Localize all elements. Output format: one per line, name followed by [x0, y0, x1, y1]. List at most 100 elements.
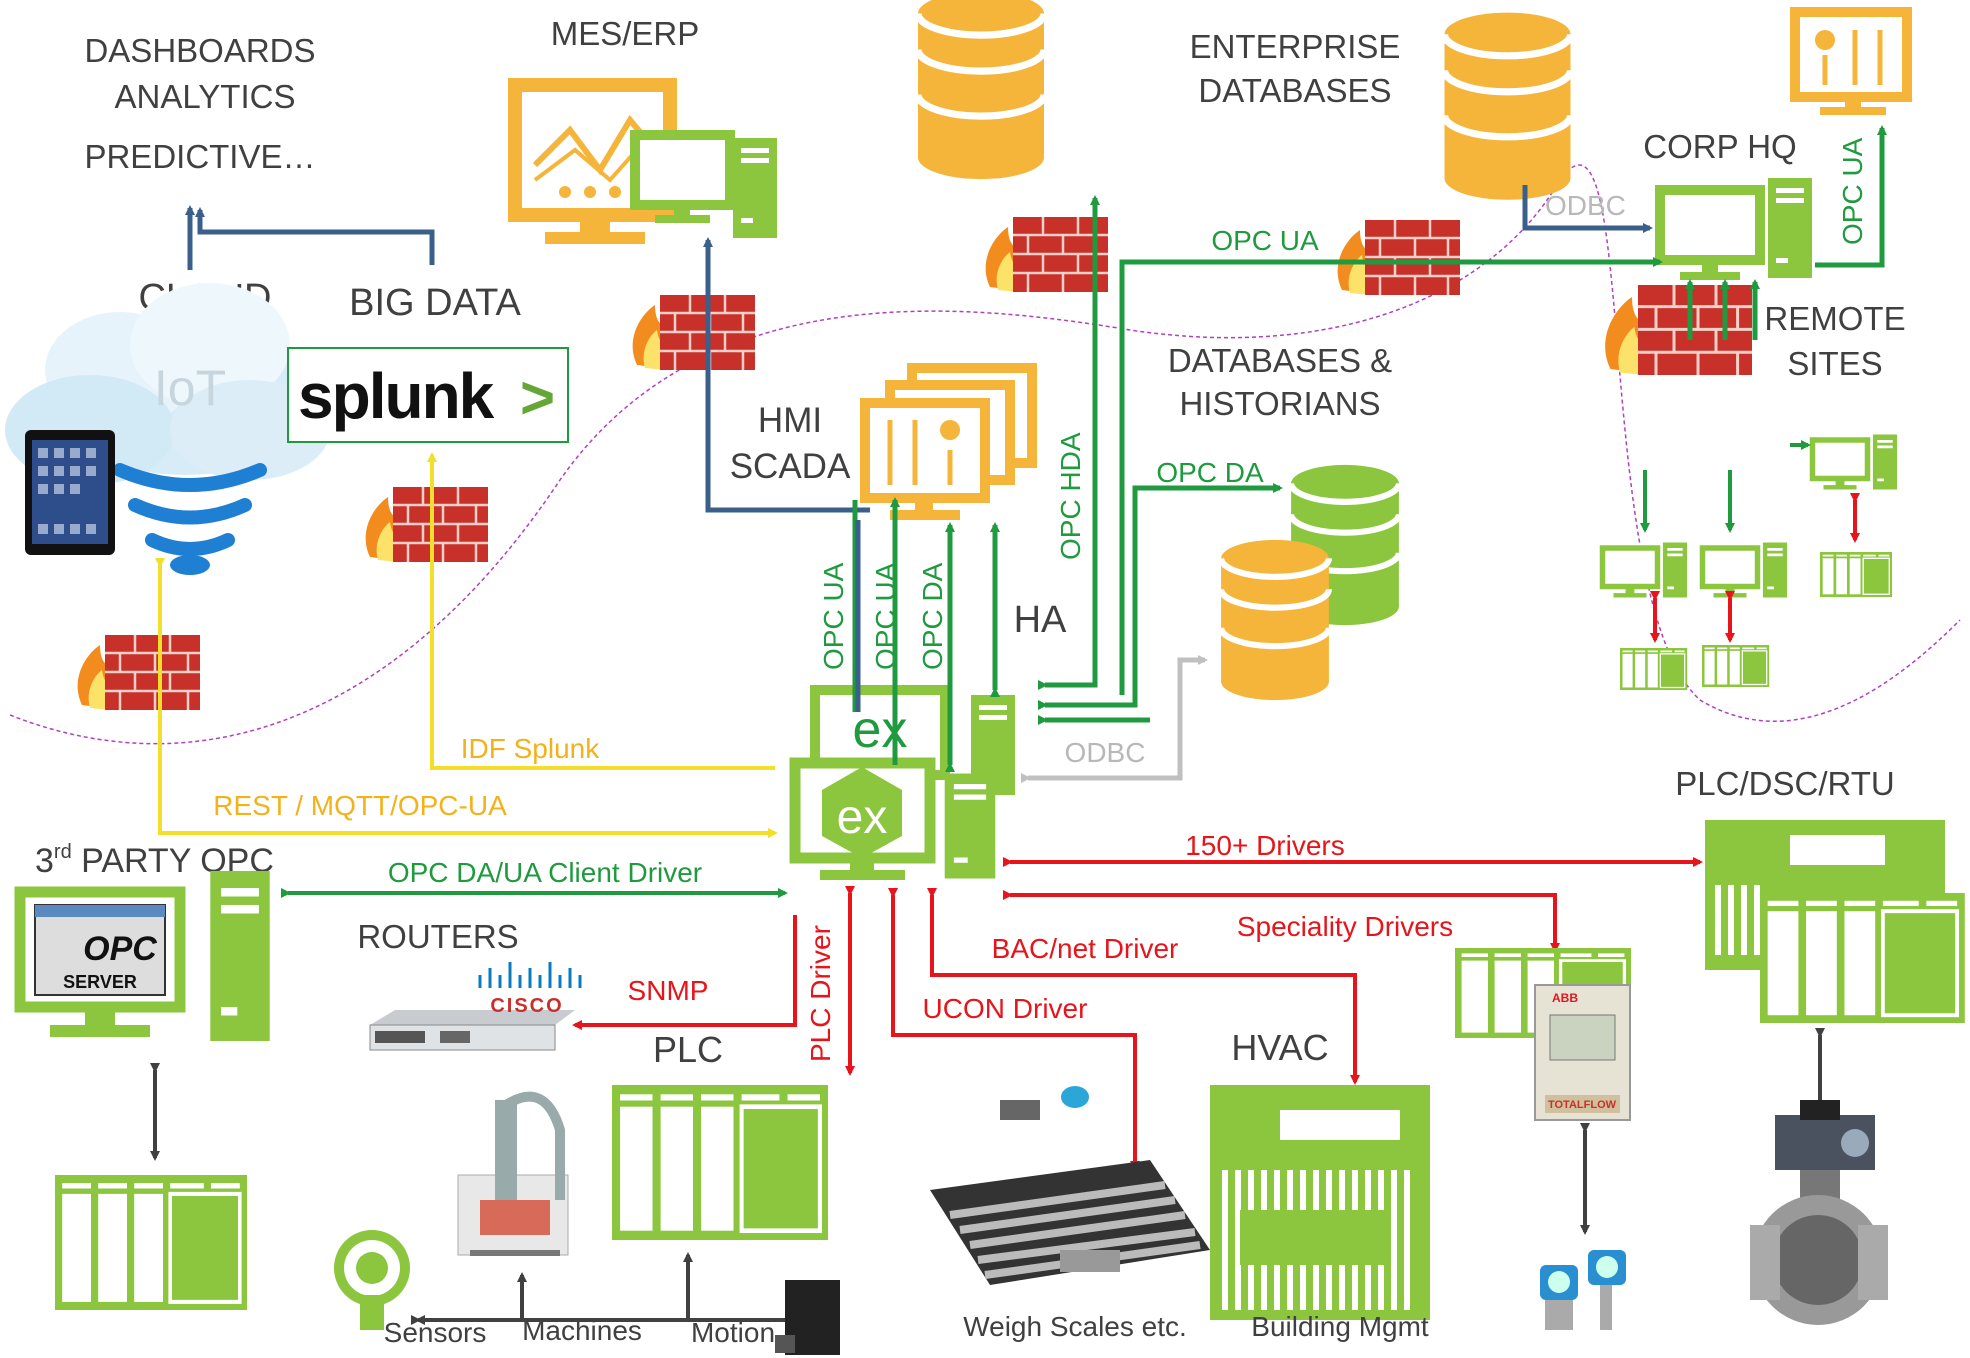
- label-plc: PLC: [653, 1029, 723, 1070]
- link-snmp: SNMP: [628, 975, 709, 1006]
- label-iot: IoT: [154, 360, 226, 416]
- label-machines: Machines: [522, 1315, 642, 1346]
- hmi-scada-icon: [1790, 7, 1912, 115]
- remote-up-arrows: [1685, 279, 1760, 340]
- label-routers: ROUTERS: [357, 918, 518, 955]
- database-icon: [918, 0, 1044, 179]
- link-plc-driver: PLC Driver: [805, 925, 836, 1062]
- totalflow-logo: TOTALFLOW: [1548, 1099, 1617, 1111]
- label-mes-erp: MES/ERP: [551, 15, 700, 52]
- firewall-icon: [984, 215, 1110, 294]
- plc-rack-icon: [1619, 647, 1688, 691]
- server-tower-icon: [1762, 542, 1788, 598]
- label-plc-dsc-rtu: PLC/DSC/RTU: [1675, 765, 1894, 802]
- label-sensors: Sensors: [384, 1317, 487, 1348]
- link-opc-client: OPC DA/UA Client Driver: [388, 857, 702, 888]
- plc-rack-icon: [1758, 891, 1967, 1025]
- label-hmi: HMI: [758, 401, 822, 440]
- router-icon: [369, 962, 582, 1051]
- plc-rack-icon: [1819, 551, 1893, 598]
- link-rest-mqtt: REST / MQTT/OPC-UA: [213, 790, 507, 821]
- label-dashboards: DASHBOARDS: [84, 32, 315, 69]
- wifi-icon: [113, 463, 267, 575]
- link-opc-da-hmi: OPC DA: [917, 562, 948, 670]
- database-icon: [1445, 13, 1571, 200]
- opc-server-sub: SERVER: [63, 972, 137, 992]
- label-building-mgmt: Building Mgmt: [1251, 1311, 1429, 1342]
- robot-arm-icon: [457, 1091, 569, 1256]
- transmitter-icon: [1540, 1250, 1626, 1330]
- database-icon: [1221, 540, 1329, 700]
- firewall-icon: [631, 293, 757, 372]
- device-bus: [418, 1252, 785, 1322]
- tablet-icon: [25, 430, 115, 555]
- splunk-wordmark: splunk: [298, 360, 495, 432]
- hmi-scada-icon: [860, 363, 1037, 520]
- link-bacnet: BAC/net Driver: [992, 933, 1179, 964]
- label-databases-amp: DATABASES &: [1168, 342, 1392, 379]
- label-databases: DATABASES: [1198, 72, 1391, 109]
- link-ucon: UCON Driver: [923, 993, 1088, 1024]
- speciality-line: [1003, 890, 1560, 953]
- splunk-logo: [287, 347, 569, 443]
- opc-server-icon: [14, 886, 186, 1037]
- label-motion: Motion: [691, 1317, 775, 1348]
- splunk-mark: >: [520, 364, 555, 431]
- hq-to-scada-line: [1815, 125, 1887, 268]
- abb-logo: ABB: [1552, 991, 1578, 1005]
- label-weigh-scales: Weigh Scales etc.: [963, 1311, 1187, 1342]
- monitor-icon: [1813, 440, 1868, 490]
- label-enterprise: ENTERPRISE: [1190, 28, 1401, 65]
- plc-rack-icon: [55, 1175, 247, 1310]
- rest-mqtt-line: [155, 558, 778, 838]
- hmi-opc-lines: [852, 497, 1000, 772]
- plc-rack-icon: [612, 1085, 828, 1240]
- link-opc-hda: OPC HDA: [1055, 432, 1086, 560]
- link-idf-splunk: IDF Splunk: [461, 733, 600, 764]
- label-corp-hq: CORP HQ: [1643, 128, 1796, 165]
- remote-red-links: [1650, 493, 1860, 643]
- label-analytics: ANALYTICS: [115, 78, 296, 115]
- link-odbc-db: ODBC: [1065, 737, 1146, 768]
- server-tower-icon: [210, 871, 270, 1041]
- scada-to-mes-line: [703, 237, 870, 513]
- server-tower-icon: [1872, 434, 1898, 490]
- monitor-icon: [1703, 548, 1758, 598]
- label-big-data: BIG DATA: [349, 282, 521, 324]
- motor-icon: [775, 1280, 840, 1355]
- label-remote: REMOTE: [1764, 300, 1905, 337]
- label-historians: HISTORIANS: [1179, 385, 1380, 422]
- ex-logo-backup: ex: [853, 701, 908, 759]
- server-tower-icon: [1662, 542, 1688, 598]
- monitor-icon: [630, 130, 735, 223]
- firewall-icon: [1603, 283, 1754, 377]
- label-sites: SITES: [1787, 345, 1882, 382]
- flow-computer-icon: [1534, 984, 1631, 1121]
- link-odbc-hq: ODBC: [1545, 190, 1626, 221]
- monitor-icon: [789, 757, 936, 880]
- valve-icon: [1750, 1100, 1888, 1325]
- link-drivers-150: 150+ Drivers: [1185, 830, 1345, 861]
- scale-icon: [930, 1086, 1210, 1285]
- label-ha: HA: [1014, 599, 1067, 641]
- plc-rack-icon: [1701, 644, 1770, 688]
- sensor-icon: [334, 1230, 410, 1330]
- link-speciality: Speciality Drivers: [1237, 911, 1453, 942]
- ex-logo-primary: ex: [837, 791, 888, 844]
- firewall-icon: [364, 485, 490, 564]
- snmp-line: [572, 915, 797, 1030]
- monitor-icon: [1660, 190, 1760, 280]
- label-hvac: HVAC: [1231, 1027, 1328, 1068]
- link-opc-ua-hq: OPC UA: [1211, 225, 1319, 256]
- cisco-logo: CISCO: [490, 995, 563, 1017]
- link-opc-ua-1: OPC UA: [818, 562, 849, 670]
- server-tower-icon: [1768, 178, 1812, 278]
- opc-server-brand: OPC: [83, 930, 157, 968]
- building-mgmt-icon: [1210, 1085, 1430, 1320]
- firewall-icon: [1336, 218, 1462, 297]
- server-tower-icon: [733, 138, 777, 238]
- link-opc-ua-hq-vertical: OPC UA: [1837, 137, 1868, 245]
- odbc-db-line: [1021, 655, 1208, 783]
- link-opc-da-db: OPC DA: [1156, 457, 1264, 488]
